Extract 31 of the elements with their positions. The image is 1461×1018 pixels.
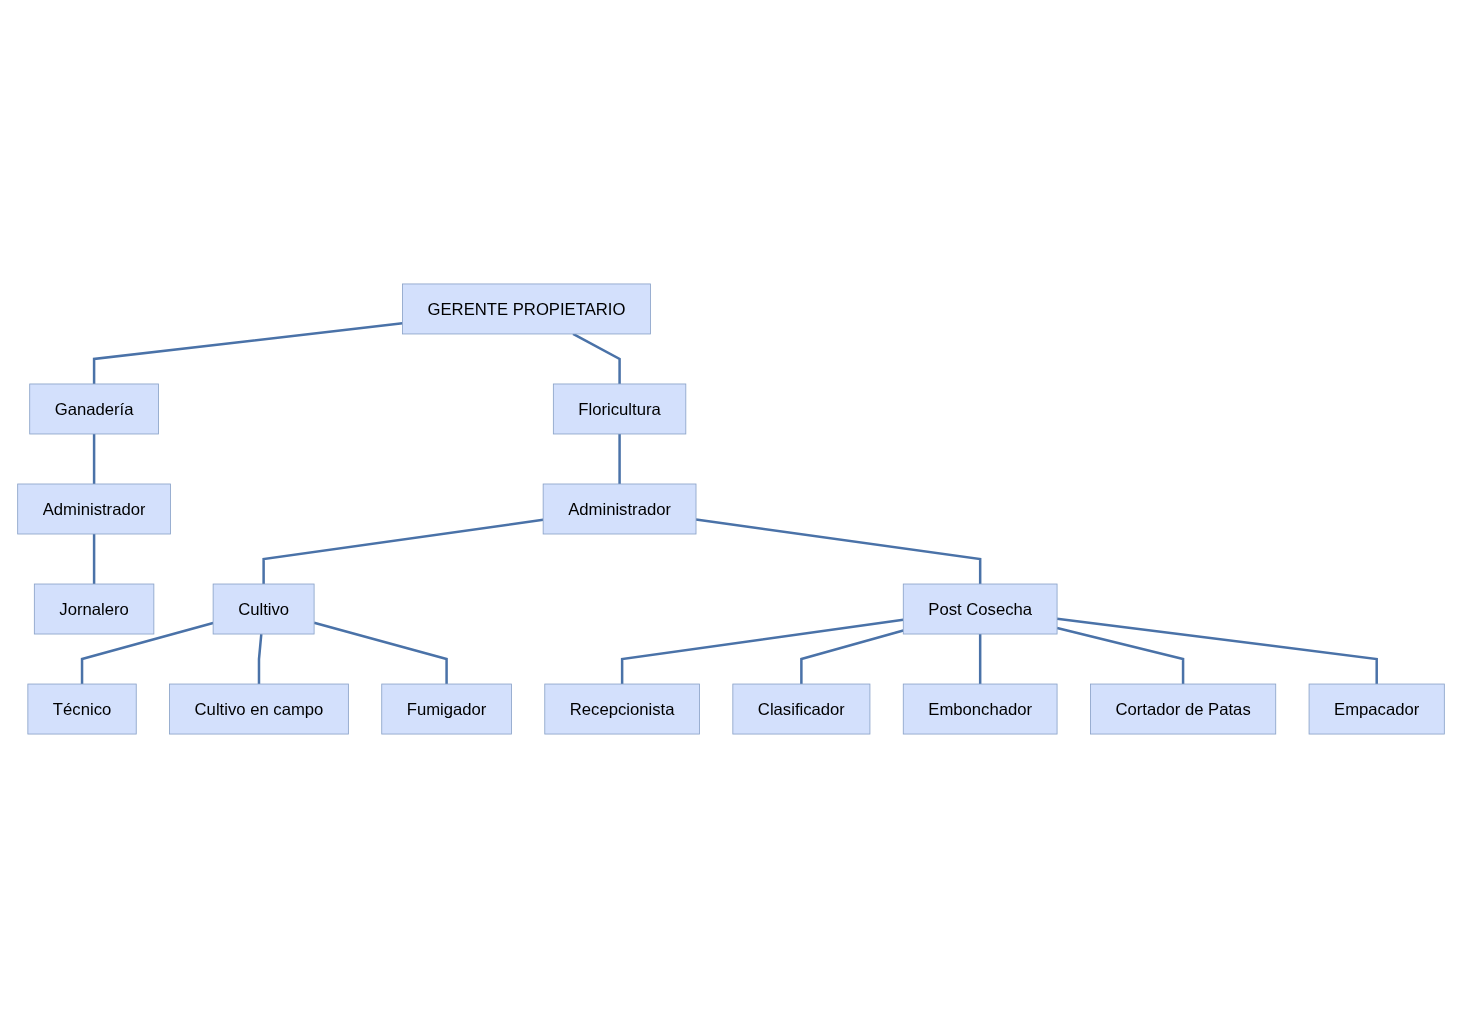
node-box: Post Cosecha: [902, 583, 1057, 635]
connector: [257, 633, 263, 685]
node-box: Fumigador: [380, 683, 512, 735]
connector: [799, 629, 904, 685]
connector: [978, 634, 981, 685]
node-box: Administrador: [542, 483, 696, 535]
connector: [261, 518, 543, 584]
connector: [80, 621, 213, 685]
node-box: Floricultura: [552, 383, 686, 435]
node-box: Cortador de Patas: [1089, 683, 1276, 735]
node-box: Cultivo: [212, 583, 314, 635]
node-box: Empacador: [1308, 683, 1445, 735]
connector: [1056, 617, 1378, 685]
node-box: Clasificador: [731, 683, 870, 735]
node-box: GERENTE PROPIETARIO: [401, 283, 651, 335]
connector: [620, 618, 903, 685]
connector: [695, 518, 981, 584]
node-box: Jornalero: [33, 583, 154, 635]
node-box: Ganadería: [28, 383, 159, 435]
node-box: Recepcionista: [543, 683, 700, 735]
connector: [617, 434, 621, 484]
node-box: Administrador: [16, 483, 171, 535]
node-box: Cultivo en campo: [168, 683, 349, 735]
connector: [92, 534, 95, 584]
connector: [92, 322, 403, 384]
connector: [313, 621, 448, 685]
connector: [92, 434, 95, 484]
node-box: Embonchador: [902, 683, 1057, 735]
connector: [571, 332, 621, 384]
node-box: Técnico: [26, 683, 137, 735]
connector: [1056, 626, 1184, 685]
